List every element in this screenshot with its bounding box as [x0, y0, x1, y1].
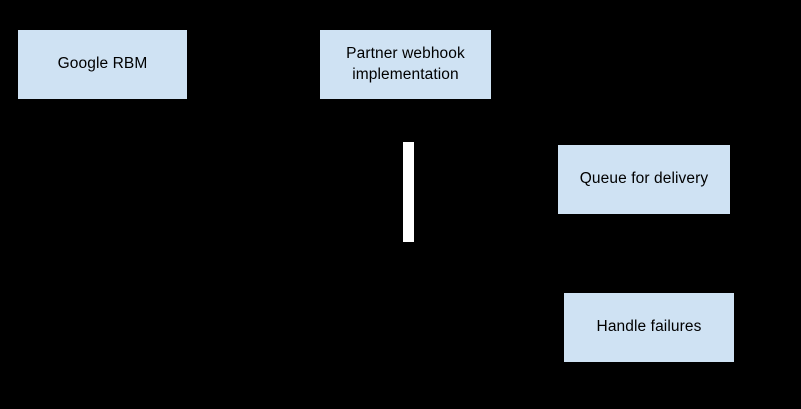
diagram-node-label: Google RBM: [57, 55, 148, 73]
diagram-node-handle-failures[interactable]: Handle failures: [564, 293, 734, 362]
diagram-node-partner-webhook-implementation[interactable]: Partner webhook implementation: [320, 30, 491, 99]
diagram-node-label: Handle failures: [596, 318, 702, 336]
connector-vertical-bar: [403, 142, 414, 242]
diagram-node-label: Partner webhook implementation: [346, 45, 465, 83]
diagram-node-label: Queue for delivery: [579, 170, 709, 188]
diagram-node-google-rbm[interactable]: Google RBM: [18, 30, 187, 99]
diagram-node-queue-for-delivery[interactable]: Queue for delivery: [558, 145, 730, 214]
